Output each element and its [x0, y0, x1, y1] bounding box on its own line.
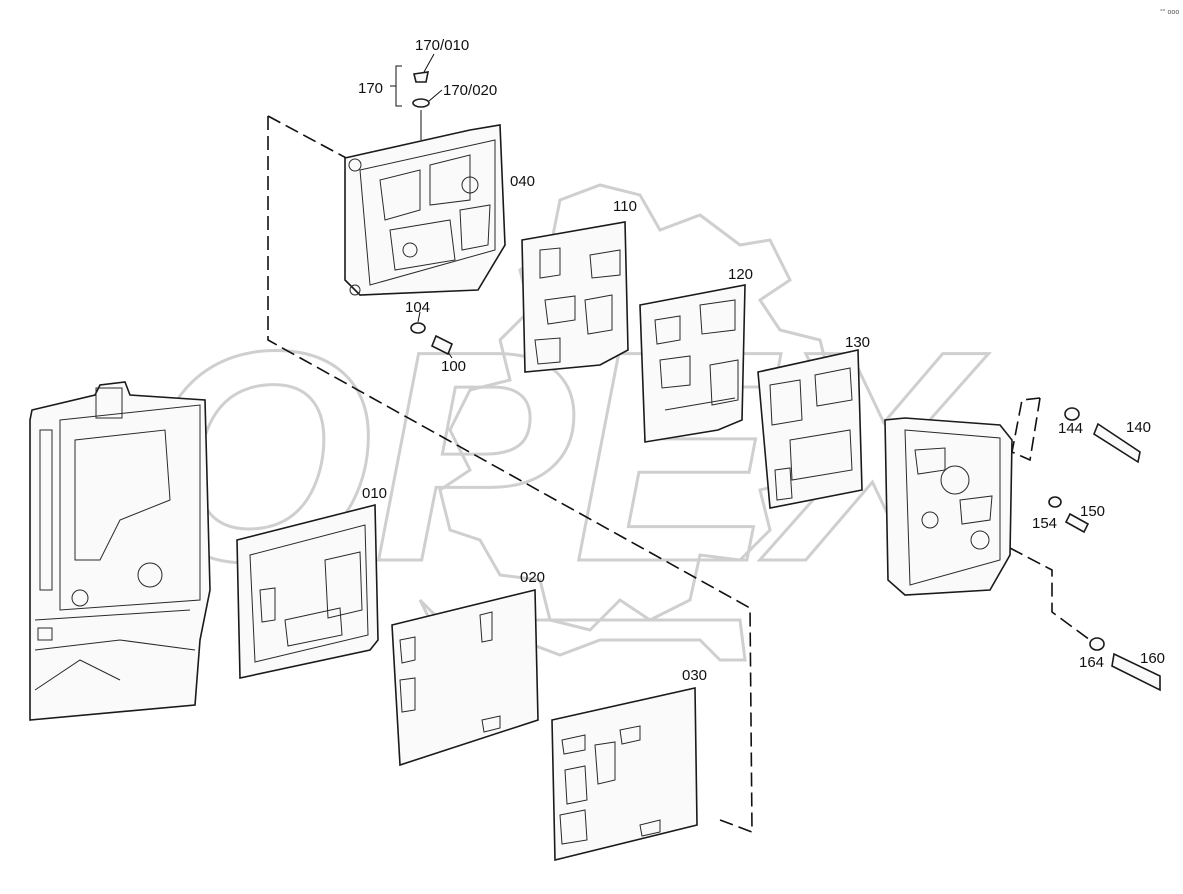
transmission-housing: [29, 381, 211, 721]
bracket-170: [390, 65, 402, 107]
callout-160: 160: [1140, 650, 1165, 667]
washer-170-020: [412, 98, 430, 108]
callout-040: 040: [510, 173, 535, 190]
washer-144: [1064, 407, 1080, 421]
callout-170: 170: [358, 80, 383, 97]
callout-154: 154: [1032, 515, 1057, 532]
assembly-line-top: [267, 115, 351, 161]
plate-110: [521, 221, 629, 373]
assembly-line-right-lower: [1009, 547, 1091, 641]
valve-body-040: [344, 124, 506, 296]
callout-164: 164: [1079, 654, 1104, 671]
plate-020: [391, 588, 539, 767]
assembly-line-right-upper: [1011, 397, 1041, 462]
washer-164: [1089, 637, 1105, 651]
corner-mark: °° ooo: [1160, 8, 1179, 16]
callout-120: 120: [728, 266, 753, 283]
screw-150: [1064, 512, 1090, 534]
callout-104: 104: [405, 299, 430, 316]
plate-130: [757, 349, 863, 509]
callout-020: 020: [520, 569, 545, 586]
washer-104: [410, 322, 426, 334]
plate-120: [639, 284, 746, 443]
gasket-010: [236, 503, 379, 679]
callout-130: 130: [845, 334, 870, 351]
valve-body-right: [884, 417, 1013, 596]
callout-030: 030: [682, 667, 707, 684]
callout-100: 100: [441, 358, 466, 375]
callout-170-010: 170/010: [415, 37, 469, 54]
callout-150: 150: [1080, 503, 1105, 520]
callout-170-020: 170/020: [443, 82, 497, 99]
assembly-line-left: [267, 116, 753, 834]
screw-170-010: [413, 71, 430, 83]
callout-144: 144: [1058, 420, 1083, 437]
screw-160: [1111, 652, 1161, 692]
callout-010: 010: [362, 485, 387, 502]
washer-154: [1048, 496, 1062, 508]
callout-140: 140: [1126, 419, 1151, 436]
callout-110: 110: [613, 198, 637, 215]
screw-140: [1093, 422, 1141, 464]
plate-030: [551, 687, 698, 862]
screw-100: [430, 334, 454, 356]
